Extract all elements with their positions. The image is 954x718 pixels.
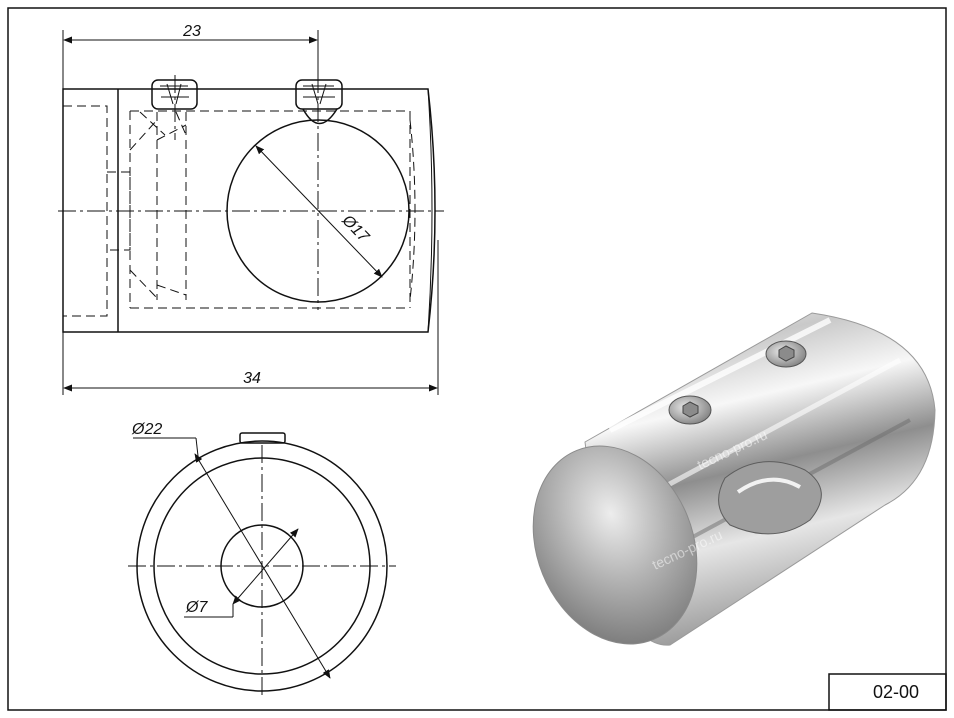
dim-label-23: 23: [182, 23, 201, 40]
sheet-frame: [7, 7, 947, 711]
dim-label-d17: Ø17: [338, 211, 373, 246]
front-view: 23 34 Ø17: [58, 23, 444, 395]
side-view: Ø22 Ø7: [128, 421, 396, 695]
title-stamp: 02-00: [828, 673, 947, 711]
side-screw-head: [239, 432, 286, 444]
set-screw-right: [295, 79, 343, 125]
product-render: tecno-pro.ru tecno-pro.ru: [532, 312, 936, 646]
render-end-cap: [532, 445, 698, 645]
dim-line-d17: [255, 145, 383, 278]
dim-line-d7: [232, 528, 299, 605]
render-screw-1: [668, 395, 712, 425]
dim-label-34: 34: [243, 370, 261, 387]
dim-label-d22: Ø22: [131, 421, 162, 438]
render-screw-2: [765, 340, 807, 368]
stamp-code: 02-00: [873, 682, 919, 702]
dim-label-d7: Ø7: [185, 599, 208, 616]
render-cross-slot: [718, 461, 822, 535]
